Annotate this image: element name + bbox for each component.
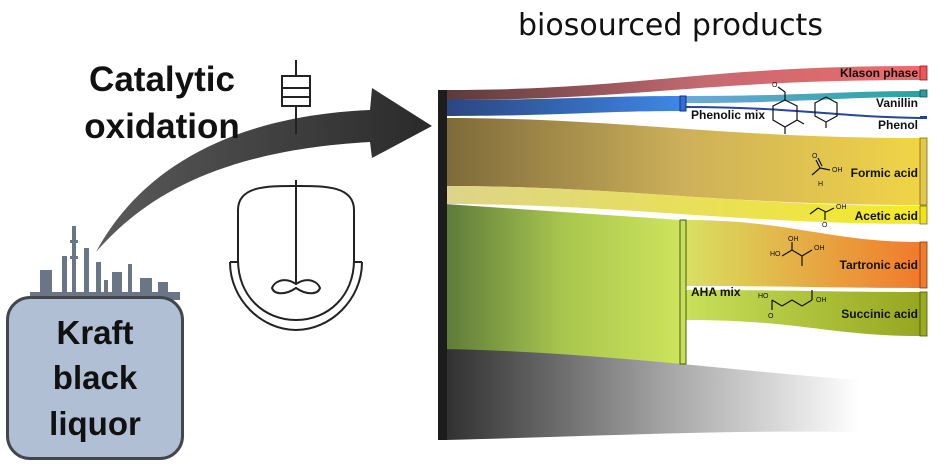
process-arrow <box>96 88 432 252</box>
flow-phenol <box>685 106 921 119</box>
node-tartronic <box>919 241 928 289</box>
node-aha-mix <box>679 219 687 365</box>
tartronic-atom-oh2: OH <box>788 236 799 243</box>
node-phenol <box>920 116 927 119</box>
label-vanillin: Vanillin <box>875 96 918 110</box>
node-klason <box>919 65 928 81</box>
formic-atom-oh: OH <box>832 167 843 174</box>
formic-molecule <box>811 157 831 176</box>
node-succinic <box>919 291 928 337</box>
label-phenol: Phenol <box>877 118 918 132</box>
source-box: Kraft black liquor <box>6 296 184 460</box>
label-tartronic: Tartronic acid <box>839 258 918 272</box>
vanillin-atom-o: O <box>772 82 778 89</box>
process-label-line2: oxidation <box>84 107 240 147</box>
vanillin-molecule <box>772 86 805 134</box>
source-label: Kraft black liquor <box>49 313 141 442</box>
label-aha-mix: AHA mix <box>691 285 741 299</box>
flow-aha <box>445 204 680 364</box>
formic-atom-o: O <box>812 153 818 160</box>
succinic-atom-o: O <box>768 313 774 320</box>
flow-formic <box>445 118 920 205</box>
reactor-icon <box>229 60 363 332</box>
flow-klason <box>445 66 920 100</box>
label-succinic: Succinic acid <box>841 307 918 321</box>
flow-vanillin <box>686 91 920 103</box>
succinic-atom-oh: OH <box>816 297 827 304</box>
node-acetic <box>919 205 928 225</box>
tartronic-atom-oh: OH <box>814 245 825 252</box>
node-vanillin <box>919 89 928 98</box>
phenol-molecule <box>814 96 838 128</box>
flow-phenolic <box>445 96 680 116</box>
label-phenolic-mix: Phenolic mix <box>691 108 766 122</box>
node-source <box>438 90 447 440</box>
node-phenolic-mix <box>679 95 687 112</box>
label-acetic: Acetic acid <box>854 209 918 223</box>
flow-tartronic <box>686 220 920 288</box>
flow-succinic <box>686 290 920 336</box>
flow-residue <box>445 349 860 440</box>
process-label-line1: Catalytic <box>89 60 235 99</box>
tartronic-molecule <box>781 242 813 266</box>
formic-atom-h: H <box>818 181 823 188</box>
page-title: biosourced products <box>518 8 823 43</box>
succinic-atom-ho: HO <box>758 293 769 300</box>
acetic-atom-oh: OH <box>836 204 847 211</box>
tartronic-atom-ho: HO <box>770 251 781 258</box>
node-formic <box>919 137 928 206</box>
sankey-flows <box>445 66 921 440</box>
label-klason: Klason phase <box>839 66 918 80</box>
label-formic: Formic acid <box>850 166 918 180</box>
acetic-atom-o: O <box>822 222 828 229</box>
acetic-molecule <box>809 207 835 220</box>
process-label: Catalytic oxidation <box>62 56 262 151</box>
succinic-molecule <box>771 290 813 310</box>
molecules <box>771 86 838 310</box>
sankey-nodes <box>438 65 928 440</box>
flow-acetic <box>445 186 920 224</box>
